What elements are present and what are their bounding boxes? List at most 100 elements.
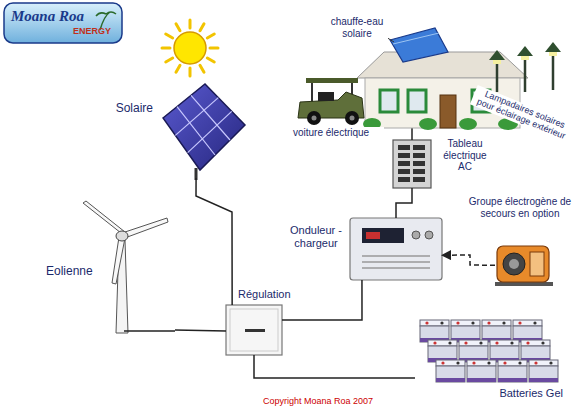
ac-panel-part xyxy=(398,169,410,174)
solar-street-lamps-part xyxy=(517,46,533,56)
gel-batteries-part xyxy=(533,321,536,324)
backup-generator-part xyxy=(530,252,544,276)
gel-batteries-part xyxy=(518,361,521,364)
gel-batteries-part xyxy=(529,378,558,382)
gel-batteries-part xyxy=(425,321,428,324)
charge-regulator xyxy=(226,305,282,355)
backup-generator-part xyxy=(509,259,519,269)
electric-cart-part xyxy=(306,78,358,83)
gel-batteries-part xyxy=(498,360,527,366)
gel-batteries-part xyxy=(464,341,467,344)
gel-batteries-part xyxy=(487,321,490,324)
callout-label: voiture électrique xyxy=(292,127,384,139)
gel-batteries-part xyxy=(448,341,451,344)
electric-cart-part xyxy=(345,111,359,125)
electric-cart-part xyxy=(312,116,317,121)
inverter-charger-part xyxy=(412,231,420,239)
house-part xyxy=(357,52,528,78)
solar-panel-part xyxy=(188,111,232,152)
sun-part xyxy=(200,65,204,72)
ac-panel-part xyxy=(413,145,425,150)
gel-batteries-part xyxy=(436,378,465,382)
gel-batteries-part xyxy=(526,341,529,344)
gel-batteries-part xyxy=(513,320,542,326)
cable xyxy=(396,188,412,218)
cable xyxy=(196,178,232,305)
electric-cart-part xyxy=(350,116,355,121)
ac-panel-part xyxy=(413,177,425,182)
sun-part xyxy=(189,20,192,28)
gel-batteries-part xyxy=(529,360,558,366)
gel-batteries-part xyxy=(456,361,459,364)
backup-generator-part xyxy=(503,253,525,275)
solar-street-lamps-part xyxy=(521,56,529,60)
ac-panel-part xyxy=(398,177,410,182)
solar-street-lamps xyxy=(489,42,561,92)
sun-part xyxy=(189,68,192,76)
sun-part xyxy=(166,34,173,38)
gel-batteries-part xyxy=(436,360,465,366)
ac-panel-part xyxy=(413,153,425,158)
battery-node: Batteries Gel xyxy=(415,318,565,384)
cable xyxy=(254,355,415,378)
inverter-node: Onduleur - chargeur xyxy=(350,218,442,280)
house-part xyxy=(380,90,398,112)
gel-batteries-part xyxy=(436,366,465,382)
inverter-charger-part xyxy=(362,256,430,268)
gel-batteries-part xyxy=(549,361,552,364)
inverter-charger-part xyxy=(366,232,380,239)
cable xyxy=(175,330,226,331)
wind-turbine-node: Eolienne xyxy=(55,195,175,331)
charge-regulator-part xyxy=(226,305,282,355)
house-part xyxy=(393,33,439,44)
sun-part xyxy=(176,65,180,72)
electric-cart xyxy=(298,78,364,125)
gel-batteries-part xyxy=(467,366,496,382)
callout-label: chauffe-eau solaire xyxy=(326,16,388,39)
ac-panel-part xyxy=(398,161,410,166)
gel-batteries-part xyxy=(498,366,527,382)
ac-panel-node: Tableau électrique AC xyxy=(393,140,431,188)
gel-batteries-part xyxy=(433,341,436,344)
gel-batteries xyxy=(420,320,558,382)
ac-panel-part xyxy=(398,145,410,150)
backup-generator-part xyxy=(497,246,549,282)
component-label: Tableau électrique AC xyxy=(435,138,495,173)
gel-batteries-part xyxy=(487,361,490,364)
inverter-charger xyxy=(350,218,442,280)
house-part xyxy=(440,95,456,128)
sun-part xyxy=(176,24,180,31)
gel-batteries-part xyxy=(472,361,475,364)
house-part xyxy=(459,118,477,130)
sun-part xyxy=(200,24,204,31)
wind-turbine-part xyxy=(116,231,128,241)
inverter-charger-part xyxy=(425,231,433,239)
inverter-charger-part xyxy=(362,228,404,243)
wind-turbine-part xyxy=(112,237,125,284)
gel-batteries-part xyxy=(428,340,457,346)
gel-batteries-part xyxy=(451,320,480,326)
gel-batteries-part xyxy=(529,366,558,382)
electric-cart-part xyxy=(318,92,334,101)
solar-panel-part xyxy=(177,107,215,155)
solar-panel xyxy=(163,84,245,180)
sun-part xyxy=(174,32,206,64)
gel-batteries-part xyxy=(490,340,519,346)
logo-part xyxy=(4,3,122,43)
gel-batteries-part xyxy=(479,341,482,344)
regulator-node: Régulation xyxy=(226,305,282,355)
gel-batteries-part xyxy=(495,341,498,344)
gel-batteries-part xyxy=(467,360,496,366)
electric-cart-part xyxy=(307,111,321,125)
solar-street-lamps-part xyxy=(545,42,561,52)
wind-turbine-part xyxy=(124,330,175,332)
solar-street-lamps-part xyxy=(489,50,505,60)
generator-node: Groupe électrogène de secours en option xyxy=(495,240,553,286)
logo-text: Moana Roa xyxy=(10,8,102,25)
sun-part xyxy=(207,34,214,38)
gel-batteries-part xyxy=(521,340,550,346)
gel-batteries-part xyxy=(459,340,488,346)
gel-batteries-part xyxy=(467,378,496,382)
ac-panel-part xyxy=(398,153,410,158)
